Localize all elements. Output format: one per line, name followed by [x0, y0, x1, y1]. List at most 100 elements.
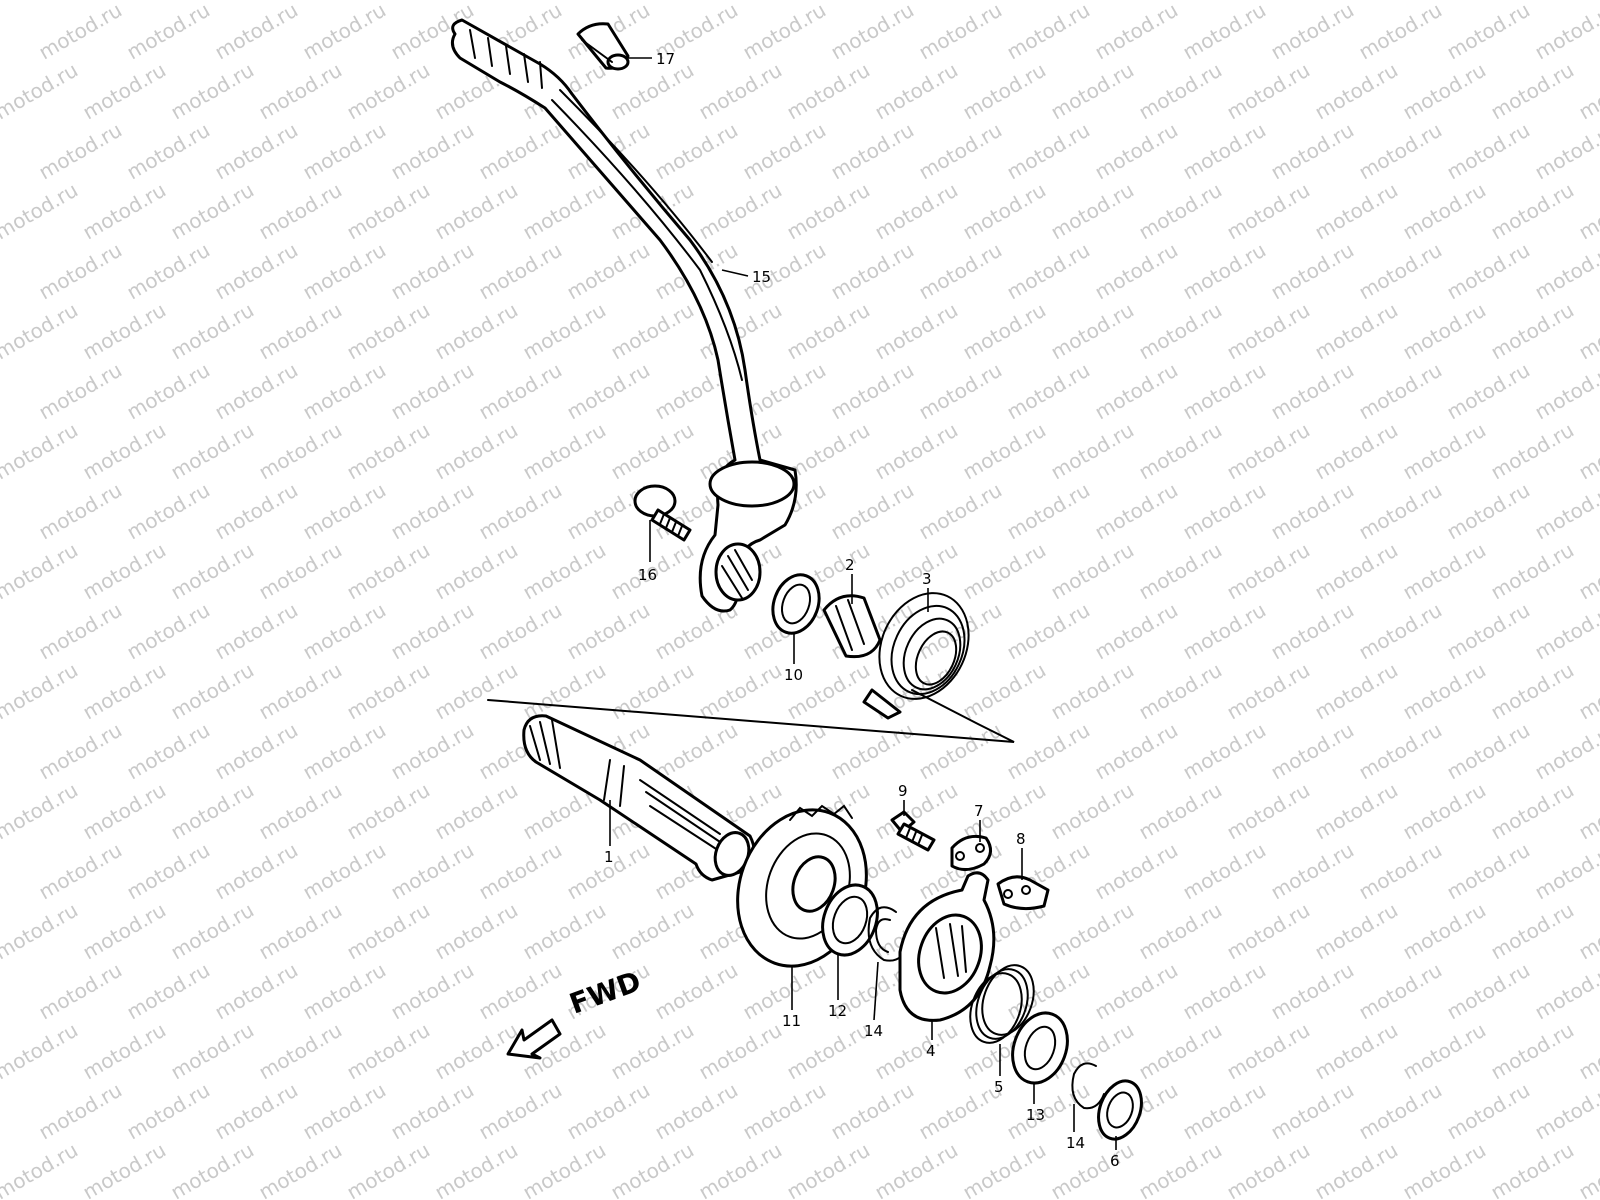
watermark-text: motod.ru [387, 358, 478, 425]
watermark-text: motod.ru [123, 478, 214, 545]
watermark-text: motod.ru [387, 238, 478, 305]
watermark-text: motod.ru [387, 118, 478, 185]
watermark-text: motod.ru [695, 0, 786, 4]
watermark-text: motod.ru [1575, 658, 1600, 725]
part-3-return-spring[interactable] [862, 578, 986, 720]
watermark-text: motod.ru [1091, 358, 1182, 425]
part-10-seal[interactable] [765, 568, 827, 639]
watermark-text: motod.ru [519, 898, 610, 965]
watermark-text: motod.ru [915, 238, 1006, 305]
watermark-text: motod.ru [1223, 1138, 1314, 1200]
watermark-text: motod.ru [519, 298, 610, 365]
part-15-kick-lever[interactable] [450, 18, 798, 613]
watermark-text: motod.ru [695, 58, 786, 125]
watermark-text: motod.ru [167, 538, 258, 605]
watermark-text: motod.ru [1047, 778, 1138, 845]
watermark-text: motod.ru [1311, 1138, 1402, 1200]
watermark-text: motod.ru [211, 478, 302, 545]
part-13-washer[interactable] [1003, 1005, 1076, 1090]
watermark-text: motod.ru [123, 1078, 214, 1145]
watermark-text: motod.ru [915, 478, 1006, 545]
watermark-text: motod.ru [1575, 418, 1600, 485]
watermark-text: motod.ru [299, 838, 390, 905]
part-9-bolt[interactable] [890, 810, 936, 852]
watermark-text: motod.ru [1179, 238, 1270, 305]
watermark-text: motod.ru [1399, 58, 1490, 125]
watermark-text: motod.ru [1179, 718, 1270, 785]
watermark-text: motod.ru [959, 178, 1050, 245]
watermark-text: motod.ru [299, 478, 390, 545]
assembly-reference-line [487, 689, 1015, 743]
watermark-text: motod.ru [959, 1138, 1050, 1200]
watermark-text: motod.ru [1223, 298, 1314, 365]
watermark-text: motod.ru [1575, 778, 1600, 845]
watermark-text: motod.ru [607, 1138, 698, 1200]
watermark-text: motod.ru [1223, 0, 1314, 4]
watermark-text: motod.ru [1267, 838, 1358, 905]
watermark-text: motod.ru [387, 598, 478, 665]
watermark-text: motod.ru [167, 1018, 258, 1085]
part-8-stopper-guide[interactable] [996, 875, 1050, 911]
watermark-text: motod.ru [167, 0, 258, 4]
watermark-text: motod.ru [563, 238, 654, 305]
watermark-text: motod.ru [1399, 658, 1490, 725]
watermark-text: motod.ru [871, 1018, 962, 1085]
watermark-text: motod.ru [1223, 898, 1314, 965]
watermark-text: motod.ru [1091, 238, 1182, 305]
watermark-text: motod.ru [35, 958, 126, 1025]
watermark-text: motod.ru [871, 0, 962, 4]
watermark-text: motod.ru [1531, 838, 1600, 905]
watermark-text: motod.ru [1355, 478, 1446, 545]
part-16-bolt[interactable] [633, 484, 692, 542]
watermark-text: motod.ru [431, 1138, 522, 1200]
watermark-text: motod.ru [343, 58, 434, 125]
watermark-text: motod.ru [1003, 0, 1094, 64]
part-7-stopper-plate[interactable] [950, 834, 992, 871]
watermark-text: motod.ru [1179, 478, 1270, 545]
watermark-text: motod.ru [123, 238, 214, 305]
part-6-washer[interactable] [1091, 1075, 1149, 1145]
watermark-text: motod.ru [915, 358, 1006, 425]
watermark-text: motod.ru [167, 1138, 258, 1200]
part-5-spring[interactable] [961, 958, 1043, 1050]
watermark-text: motod.ru [431, 538, 522, 605]
watermark-text: motod.ru [167, 778, 258, 845]
watermark-text: motod.ru [1443, 1078, 1534, 1145]
part-12-washer[interactable] [813, 877, 886, 962]
watermark-text: motod.ru [1003, 118, 1094, 185]
watermark-text: motod.ru [79, 778, 170, 845]
part-4-kick-drive[interactable] [898, 871, 996, 1022]
watermark-text: motod.ru [1223, 778, 1314, 845]
watermark-text: motod.ru [1575, 1018, 1600, 1085]
callout-16: 16 [638, 566, 657, 584]
callout-14-lower: 14 [1066, 1134, 1085, 1152]
part-14-circlip-lower[interactable] [1071, 1062, 1105, 1110]
watermark-text: motod.ru [1135, 178, 1226, 245]
watermark-text: motod.ru [343, 778, 434, 845]
watermark-text: motod.ru [783, 1138, 874, 1200]
watermark-text: motod.ru [519, 658, 610, 725]
watermark-text: motod.ru [1047, 58, 1138, 125]
watermark-text: motod.ru [563, 358, 654, 425]
watermark-text: motod.ru [1443, 958, 1534, 1025]
watermark-text: motod.ru [1575, 0, 1600, 4]
watermark-text: motod.ru [387, 838, 478, 905]
watermark-text: motod.ru [123, 958, 214, 1025]
watermark-text: motod.ru [0, 298, 82, 365]
watermark-text: motod.ru [607, 0, 698, 4]
watermark-text: motod.ru [0, 658, 82, 725]
watermark-text: motod.ru [387, 478, 478, 545]
callout-10: 10 [784, 666, 803, 684]
watermark-text: motod.ru [827, 358, 918, 425]
watermark-text: motod.ru [563, 598, 654, 665]
watermark-text: motod.ru [871, 298, 962, 365]
callout-1: 1 [604, 848, 614, 866]
watermark-text: motod.ru [255, 538, 346, 605]
watermark-text: motod.ru [79, 178, 170, 245]
part-2-spring-guide[interactable] [822, 594, 882, 659]
watermark-text: motod.ru [211, 718, 302, 785]
watermark-text: motod.ru [255, 298, 346, 365]
watermark-text: motod.ru [0, 0, 82, 4]
watermark-text: motod.ru [0, 418, 82, 485]
part-17-cap[interactable] [576, 22, 630, 71]
